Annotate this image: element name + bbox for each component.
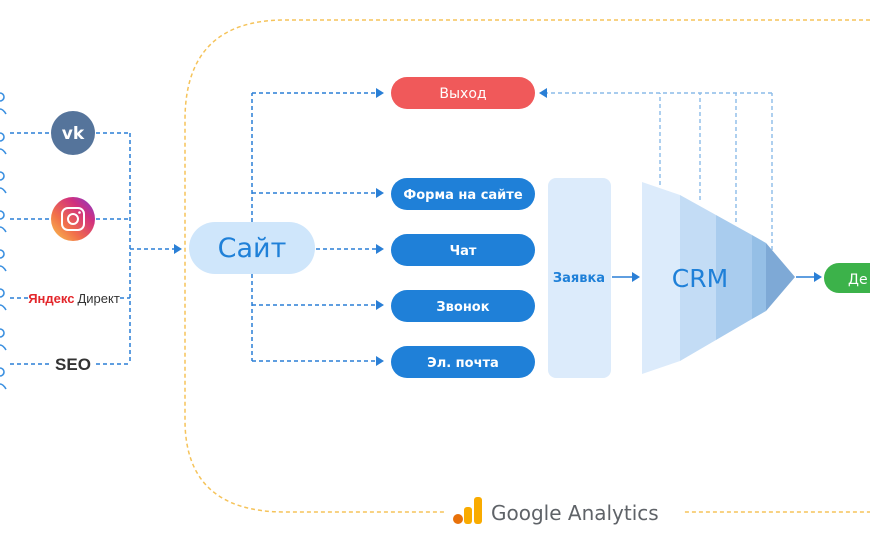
exit-node[interactable] [391,77,535,109]
channel-email[interactable] [391,346,535,378]
arrow-to-site [174,244,182,254]
channel-chat-label: Чат [450,244,477,259]
request-label: Заявка [553,271,605,286]
channel-email-label: Эл. почта [427,356,499,371]
analytics-badge-bg [444,497,684,529]
analytics-label: Google Analytics [491,501,659,525]
person-icon [0,328,7,351]
person-icon [0,210,7,233]
svg-text:vk: vk [62,124,85,144]
direct-label: Директ [77,291,119,306]
vk-icon[interactable]: vk [51,111,95,155]
channel-call-label: Звонок [436,300,489,315]
site-connectors [251,92,377,362]
channel-call[interactable] [391,290,535,322]
channel-arrows [376,88,384,366]
channel-chat[interactable] [391,234,535,266]
deal-node[interactable] [824,263,870,293]
crm-funnel[interactable] [642,182,795,374]
site-node[interactable] [189,222,315,274]
instagram-icon[interactable] [51,197,95,241]
person-icon [0,249,7,272]
channel-form-label: Форма на сайте [403,188,522,203]
request-node[interactable] [548,178,611,378]
person-icon [0,171,7,194]
exit-return-lines [547,92,773,250]
exit-label: Выход [439,86,486,102]
audience-people-icons [0,92,7,390]
analytics-boundary [184,19,870,513]
person-icon [0,367,7,390]
arrow-to-exit [539,88,547,98]
person-icon [0,92,7,115]
crm-to-deal-arrow [814,272,822,282]
crm-label: CRM [672,264,728,293]
person-icon [0,132,7,155]
deal-label: Де [848,272,868,288]
channel-form[interactable] [391,178,535,210]
seo-label[interactable]: SEO [55,355,91,374]
person-icon [0,288,7,311]
site-label: Сайт [218,233,287,264]
request-to-crm-arrow [632,272,640,282]
source-connectors [10,132,176,365]
google-analytics-icon [453,497,482,524]
yandex-label: Яндекс [28,291,74,306]
